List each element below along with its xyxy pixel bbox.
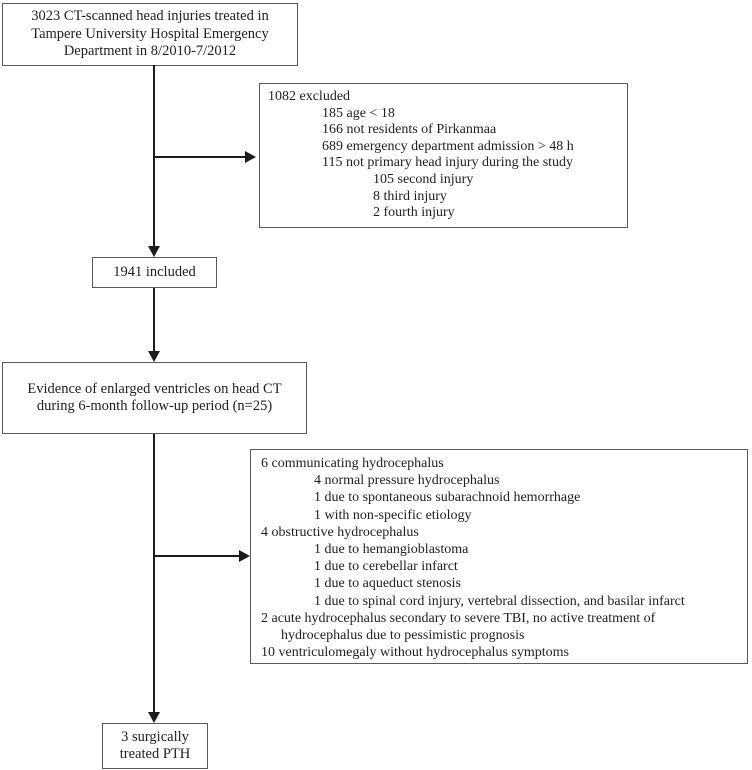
hydrocephalus-line: 2 acute hydrocephalus secondary to sever…: [261, 610, 656, 626]
hydrocephalus-line: 10 ventriculomegaly without hydrocephalu…: [261, 645, 569, 661]
arrowhead-right-icon: [245, 151, 256, 163]
excluded-line: 2 fourth injury: [373, 205, 455, 221]
included-box: 1941 included: [92, 257, 217, 288]
enlarged-ventricles-box: Evidence of enlarged ventricles on head …: [2, 362, 307, 434]
hydrocephalus-line: 4 normal pressure hydrocephalus: [314, 473, 500, 489]
hydrocephalus-line: 1 due to spontaneous subarachnoid hemorr…: [314, 490, 581, 506]
arrowhead-right-icon: [239, 550, 250, 562]
arrowhead-down-icon: [148, 351, 160, 362]
excluded-line: 8 third injury: [373, 188, 447, 204]
excluded-line: 689 emergency department admission > 48 …: [322, 138, 574, 154]
surgically-treated-pth-box: 3 surgically treated PTH: [102, 723, 208, 769]
total-cohort-line: Department in 8/2010-7/2012: [63, 43, 237, 60]
hydrocephalus-line: hydrocephalus due to pessimistic prognos…: [281, 628, 525, 644]
enlarged-ventricles-line: Evidence of enlarged ventricles on head …: [27, 380, 282, 397]
connector-branch-to-excluded: [153, 156, 245, 158]
hydrocephalus-line: 4 obstructive hydrocephalus: [261, 524, 419, 540]
arrowhead-down-icon: [148, 246, 160, 257]
connector-included-to-evidence: [153, 288, 155, 352]
hydrocephalus-line: 1 due to aqueduct stenosis: [314, 576, 461, 592]
total-cohort-box: 3023 CT-scanned head injuries treated in…: [2, 3, 298, 66]
enlarged-ventricles-line: during 6-month follow-up period (n=25): [36, 398, 273, 414]
excluded-line: 115 not primary head injury during the s…: [322, 155, 574, 171]
excluded-line: 185 age < 18: [322, 105, 395, 121]
hydrocephalus-line: 1 with non-specific etiology: [314, 507, 472, 523]
hydrocephalus-line: 6 communicating hydrocephalus: [261, 456, 444, 471]
connector-branch-to-hydrocephalus: [153, 555, 239, 557]
excluded-box: 1082 excluded 185 age < 18 166 not resid…: [259, 83, 628, 228]
hydrocephalus-line: 1 due to spinal cord injury, vertebral d…: [314, 593, 685, 609]
connector-evidence-to-pth: [153, 434, 155, 713]
excluded-line: 105 second injury: [373, 171, 474, 187]
hydrocephalus-line: 1 due to hemangioblastoma: [314, 542, 469, 558]
excluded-line: 1082 excluded: [268, 89, 351, 104]
total-cohort-line: Tampere University Hospital Emergency: [31, 25, 269, 42]
arrowhead-down-icon: [148, 712, 160, 723]
total-cohort-line: 3023 CT-scanned head injuries treated in: [31, 8, 269, 25]
included-label: 1941 included: [113, 263, 196, 280]
excluded-line: 166 not residents of Pirkanmaa: [322, 122, 497, 138]
hydrocephalus-line: 1 due to cerebellar infarct: [314, 559, 458, 575]
pth-line: treated PTH: [119, 746, 191, 762]
pth-line: 3 surgically: [121, 728, 189, 745]
hydrocephalus-breakdown-box: 6 communicating hydrocephalus 4 normal p…: [250, 449, 748, 664]
